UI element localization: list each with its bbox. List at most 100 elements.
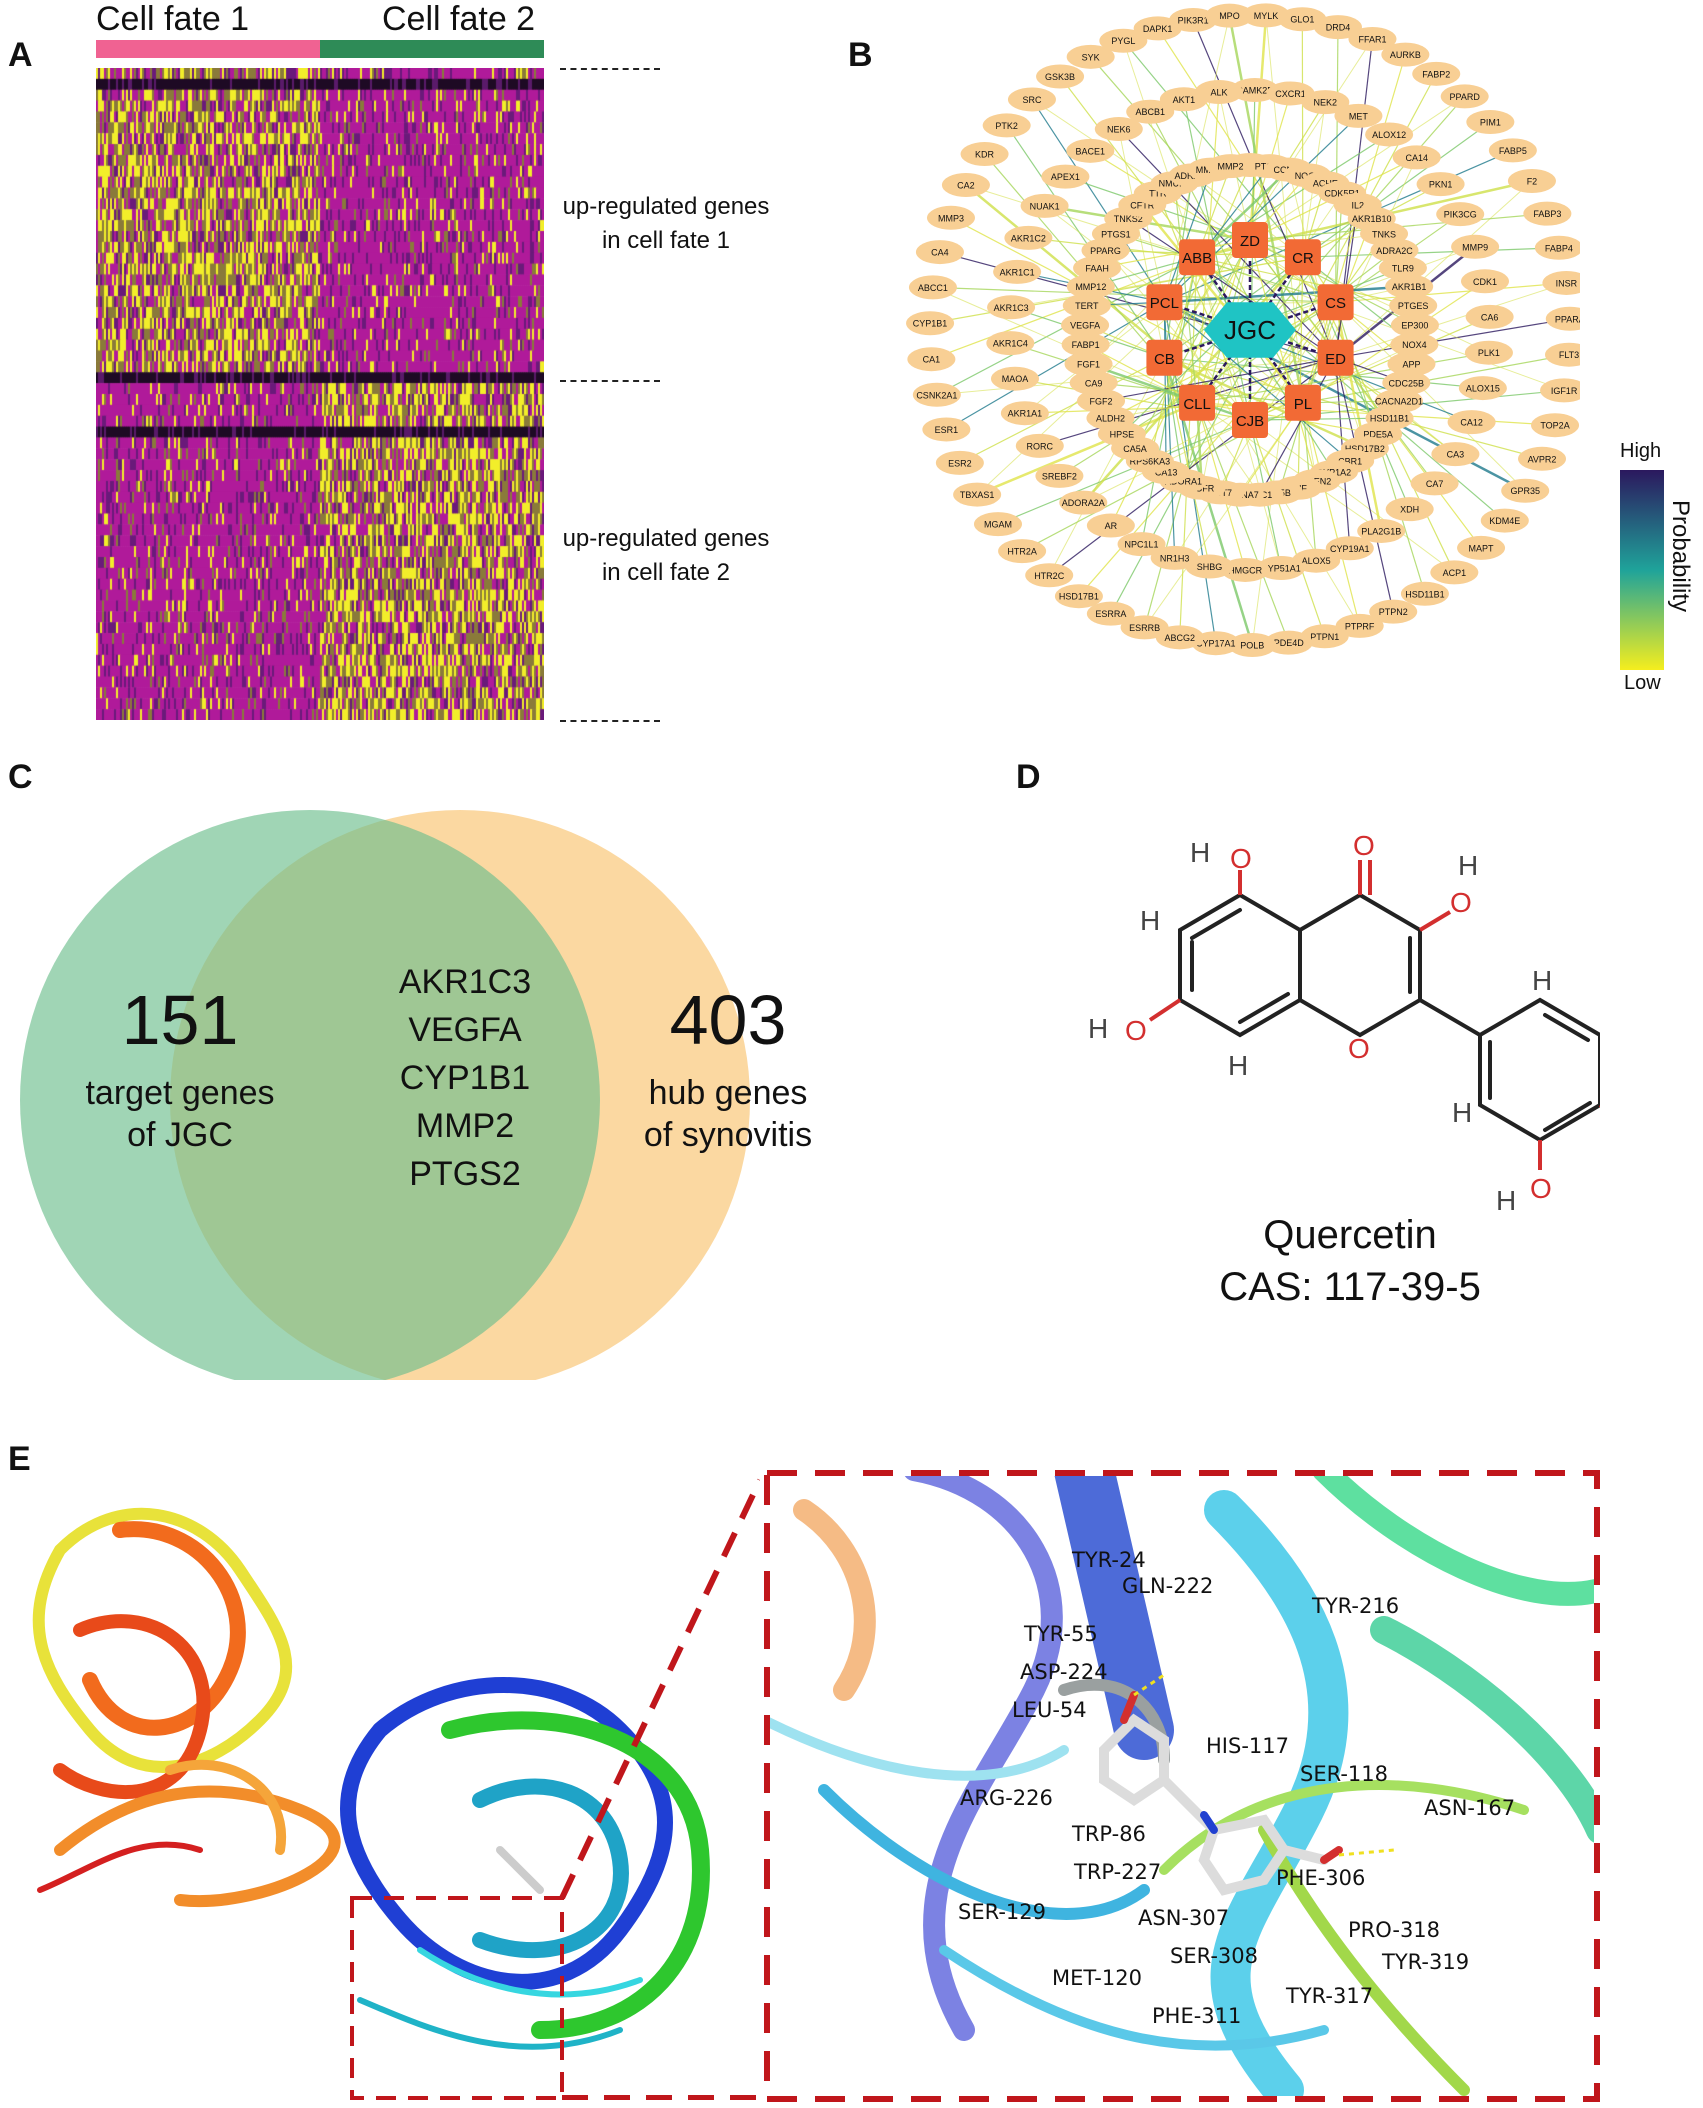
gene-node: TOP2A xyxy=(1531,413,1580,438)
svg-text:H: H xyxy=(1532,965,1552,996)
svg-text:AKT1: AKT1 xyxy=(1173,95,1196,105)
herb-node: ZD xyxy=(1232,222,1268,258)
svg-text:CA1: CA1 xyxy=(923,355,941,365)
gene-node: PIK3CG xyxy=(1436,202,1485,227)
svg-text:SYK: SYK xyxy=(1082,52,1100,62)
svg-text:CYP19A1: CYP19A1 xyxy=(1330,544,1370,554)
gene-node: IGF1R xyxy=(1540,378,1580,403)
gene-node: CYP17A1 xyxy=(1191,631,1240,656)
network-edge xyxy=(1157,192,1251,421)
herb-node: ED xyxy=(1317,339,1354,376)
gene-node: ALK xyxy=(1194,80,1243,105)
svg-text:PDE4D: PDE4D xyxy=(1274,638,1305,648)
overlap-gene: AKR1C3 xyxy=(398,963,532,1001)
network-edge xyxy=(1115,233,1336,303)
gene-node: PDE4D xyxy=(1264,630,1313,655)
dash-mid xyxy=(560,380,660,382)
svg-text:MAOA: MAOA xyxy=(1002,374,1029,384)
svg-text:CA12: CA12 xyxy=(1460,418,1483,428)
svg-text:HSD11B1: HSD11B1 xyxy=(1370,414,1409,424)
binding-site-zoom xyxy=(764,1470,1600,2102)
residue-label: TYR-319 xyxy=(1382,1950,1470,1974)
network-edge xyxy=(1164,357,1543,460)
svg-text:FLT3: FLT3 xyxy=(1559,350,1579,360)
network-edge xyxy=(1249,239,1318,482)
network-edge xyxy=(1096,239,1251,269)
gene-node: XDH xyxy=(1385,497,1434,522)
svg-text:H: H xyxy=(1452,1097,1472,1128)
svg-text:ACP1: ACP1 xyxy=(1443,568,1467,578)
gene-node: CDC25B xyxy=(1382,370,1431,395)
network-edge xyxy=(1105,250,1251,421)
network-edge xyxy=(1265,15,1304,403)
network-edge xyxy=(1141,204,1304,404)
svg-text:O: O xyxy=(1125,1015,1147,1046)
svg-text:CYP1A2: CYP1A2 xyxy=(1317,468,1352,478)
svg-text:FAAH: FAAH xyxy=(1085,263,1109,273)
svg-text:GLO1: GLO1 xyxy=(1290,15,1314,25)
residue-label: GLN-222 xyxy=(1122,1574,1214,1598)
svg-text:CBR1: CBR1 xyxy=(1338,457,1362,467)
svg-text:CYP17A1: CYP17A1 xyxy=(1196,639,1236,649)
network-edge xyxy=(965,184,1198,258)
svg-text:GPR35: GPR35 xyxy=(1510,486,1540,496)
svg-text:AVPR2: AVPR2 xyxy=(1528,454,1557,464)
svg-text:CDK1: CDK1 xyxy=(1473,277,1497,287)
gene-node: CA1 xyxy=(907,347,956,372)
panel-letter-a: A xyxy=(8,36,33,74)
venn-right-line2: of synovitis xyxy=(643,1116,813,1154)
svg-text:PL: PL xyxy=(1294,396,1312,413)
svg-text:HSD17B1: HSD17B1 xyxy=(1059,592,1099,602)
svg-text:RORC: RORC xyxy=(1027,441,1054,451)
gene-node: CA14 xyxy=(1392,145,1441,170)
svg-text:POLB: POLB xyxy=(1240,640,1264,650)
svg-text:AKR1B1: AKR1B1 xyxy=(1392,282,1427,292)
svg-text:PTK2: PTK2 xyxy=(995,121,1018,131)
svg-text:TERT: TERT xyxy=(1075,301,1099,311)
network-edge xyxy=(1251,257,1304,646)
residue-label: TYR-317 xyxy=(1286,1984,1374,2008)
svg-text:MET: MET xyxy=(1349,111,1369,121)
residue-label: ASN-307 xyxy=(1138,1906,1230,1930)
network-edge xyxy=(1144,402,1304,628)
svg-text:H: H xyxy=(1228,1050,1248,1081)
gene-node: MMP9 xyxy=(1451,234,1500,259)
network-edge xyxy=(1174,183,1198,403)
gene-node: HSD11B1 xyxy=(1400,581,1449,606)
svg-text:APP: APP xyxy=(1402,359,1420,369)
venn-left-line1: target genes xyxy=(85,1074,275,1112)
svg-text:SRC: SRC xyxy=(1022,95,1042,105)
svg-text:NMUR2: NMUR2 xyxy=(1159,179,1191,189)
svg-text:CSNK2A1: CSNK2A1 xyxy=(916,390,957,400)
residue-label: SER-118 xyxy=(1300,1762,1388,1786)
svg-text:ABCG2: ABCG2 xyxy=(1164,633,1195,643)
svg-text:CJB: CJB xyxy=(1236,413,1264,430)
gene-node: SRC xyxy=(1007,87,1056,112)
gene-node: SREBF2 xyxy=(1035,463,1084,488)
svg-text:CYP1B1: CYP1B1 xyxy=(913,319,948,329)
up-regulated-fate2-label: up-regulated genes in cell fate 2 xyxy=(516,522,816,590)
svg-text:VEGFA: VEGFA xyxy=(1070,321,1100,331)
svg-text:CA9: CA9 xyxy=(1085,378,1103,388)
svg-text:ABCB1: ABCB1 xyxy=(1135,107,1165,117)
svg-text:ABB: ABB xyxy=(1182,250,1212,267)
svg-text:H: H xyxy=(1140,905,1160,936)
svg-text:HSD11B1: HSD11B1 xyxy=(1405,589,1444,599)
network-edge xyxy=(1164,285,1410,304)
svg-text:PKN1: PKN1 xyxy=(1429,180,1453,190)
overlap-gene: PTGS2 xyxy=(409,1155,521,1193)
svg-text:MMP2: MMP2 xyxy=(1217,162,1243,172)
network-edge xyxy=(1335,318,1570,359)
svg-text:O: O xyxy=(1230,843,1252,874)
gene-node: AVPR2 xyxy=(1518,446,1567,471)
svg-text:GSK3B: GSK3B xyxy=(1045,72,1075,82)
herb-node: PCL xyxy=(1146,284,1183,321)
venn-circle-jgc xyxy=(20,810,600,1380)
gene-node: CAMK2B xyxy=(1230,78,1279,103)
gene-node: BACE1 xyxy=(1066,138,1115,163)
network-edge xyxy=(959,357,1165,464)
quercetin-structure: O O H O H O O H H H H H H O O H xyxy=(1088,830,1600,1216)
svg-text:CDC25B: CDC25B xyxy=(1389,378,1425,388)
up1-line2: in cell fate 1 xyxy=(601,227,731,254)
